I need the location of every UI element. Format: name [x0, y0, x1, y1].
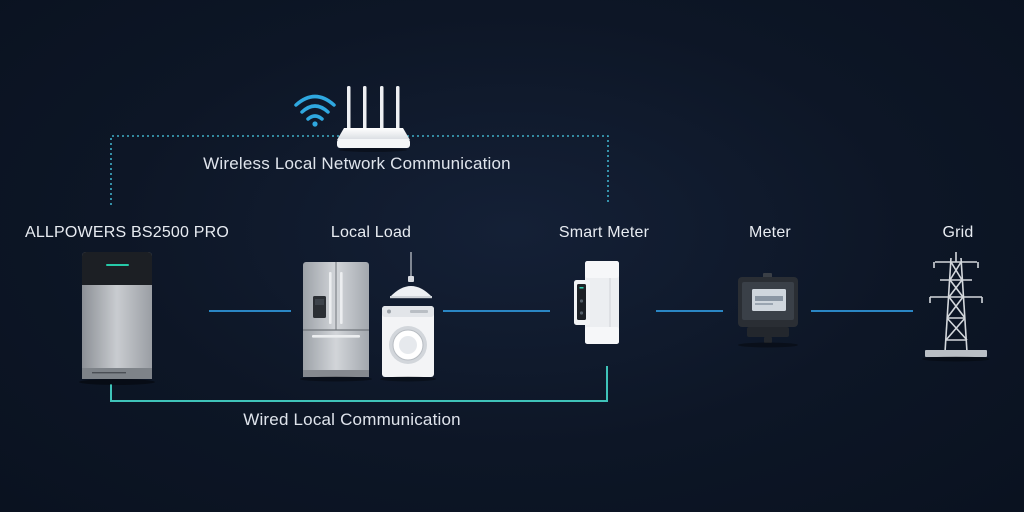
battery-storage-icon	[79, 252, 155, 385]
wired-communication-link	[110, 366, 608, 402]
wireless-network-link	[110, 135, 609, 205]
router-icon	[337, 86, 410, 152]
tower-shadow	[922, 356, 990, 362]
node-label-local-load: Local Load	[330, 224, 412, 241]
washing-machine-icon	[380, 306, 436, 382]
node-label-smart-meter: Smart Meter	[558, 224, 650, 241]
wifi-icon	[294, 94, 336, 127]
electricity-meter-icon	[738, 273, 798, 348]
node-label-grid: Grid	[942, 224, 974, 241]
wired-link-label: Wired Local Communication	[243, 410, 461, 429]
refrigerator-icon	[300, 262, 372, 382]
pendant-lamp-icon	[390, 252, 432, 299]
node-label-meter: Meter	[749, 224, 791, 241]
node-label-battery: ALLPOWERS BS2500 PRO	[24, 224, 230, 241]
transmission-tower-icon	[929, 252, 983, 357]
tower-base	[925, 350, 987, 357]
smart-meter-icon	[574, 261, 619, 344]
wireless-link-label: Wireless Local Network Communication	[203, 154, 511, 173]
